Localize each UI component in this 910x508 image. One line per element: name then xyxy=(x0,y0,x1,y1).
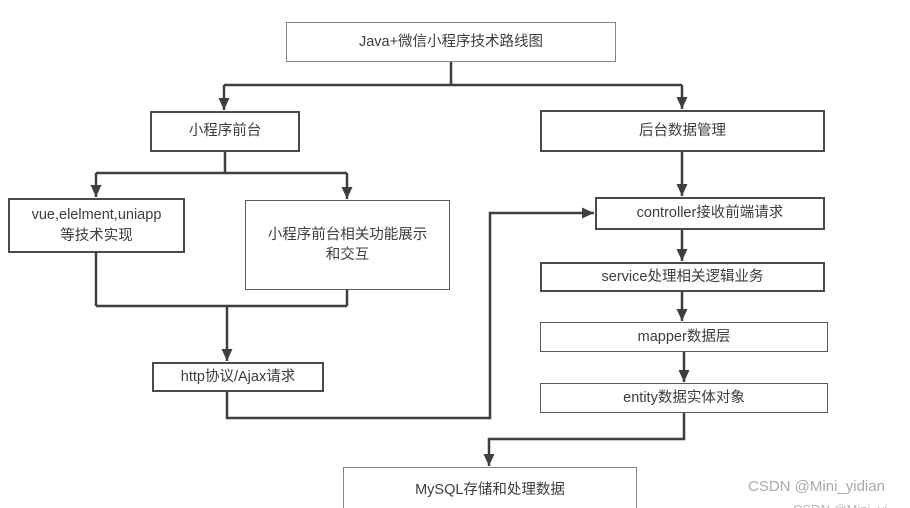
node-vue: vue,elelment,uniapp 等技术实现 xyxy=(8,198,185,253)
node-controller: controller接收前端请求 xyxy=(595,197,825,230)
node-backend: 后台数据管理 xyxy=(540,110,825,152)
node-title-label: Java+微信小程序技术路线图 xyxy=(358,33,544,50)
csdn-watermark: CSDN @Mini_yidian xyxy=(748,478,885,495)
node-feature: 小程序前台相关功能展示 和交互 xyxy=(245,200,450,290)
node-feature-label-line1: 小程序前台相关功能展示 xyxy=(267,226,428,243)
node-vue-label-line1: vue,elelment,uniapp xyxy=(31,207,162,224)
node-vue-label-line2: 等技术实现 xyxy=(60,227,133,244)
node-mysql-label: MySQL存储和处理数据 xyxy=(415,481,565,498)
node-mapper: mapper数据层 xyxy=(540,322,828,352)
node-controller-label: controller接收前端请求 xyxy=(636,205,784,222)
csdn-watermark-second-line-clipped: CSDN @Mini_yidian xyxy=(793,502,888,508)
node-title: Java+微信小程序技术路线图 xyxy=(286,22,616,62)
node-entity: entity数据实体对象 xyxy=(540,383,828,413)
node-http: http协议/Ajax请求 xyxy=(152,362,324,392)
edge-entity-mysql xyxy=(483,413,686,466)
node-front-label: 小程序前台 xyxy=(188,123,262,140)
node-service: service处理相关逻辑业务 xyxy=(540,262,825,292)
node-entity-label: entity数据实体对象 xyxy=(623,389,745,406)
node-feature-label-line2: 和交互 xyxy=(325,247,370,263)
node-service-label: service处理相关逻辑业务 xyxy=(601,268,764,285)
edge-http-controller xyxy=(225,207,594,420)
node-backend-label: 后台数据管理 xyxy=(639,122,726,139)
node-mysql: MySQL存储和处理数据 xyxy=(343,467,637,508)
node-http-label: http协议/Ajax请求 xyxy=(180,368,296,385)
node-front: 小程序前台 xyxy=(150,111,300,152)
node-mapper-label: mapper数据层 xyxy=(637,328,731,345)
